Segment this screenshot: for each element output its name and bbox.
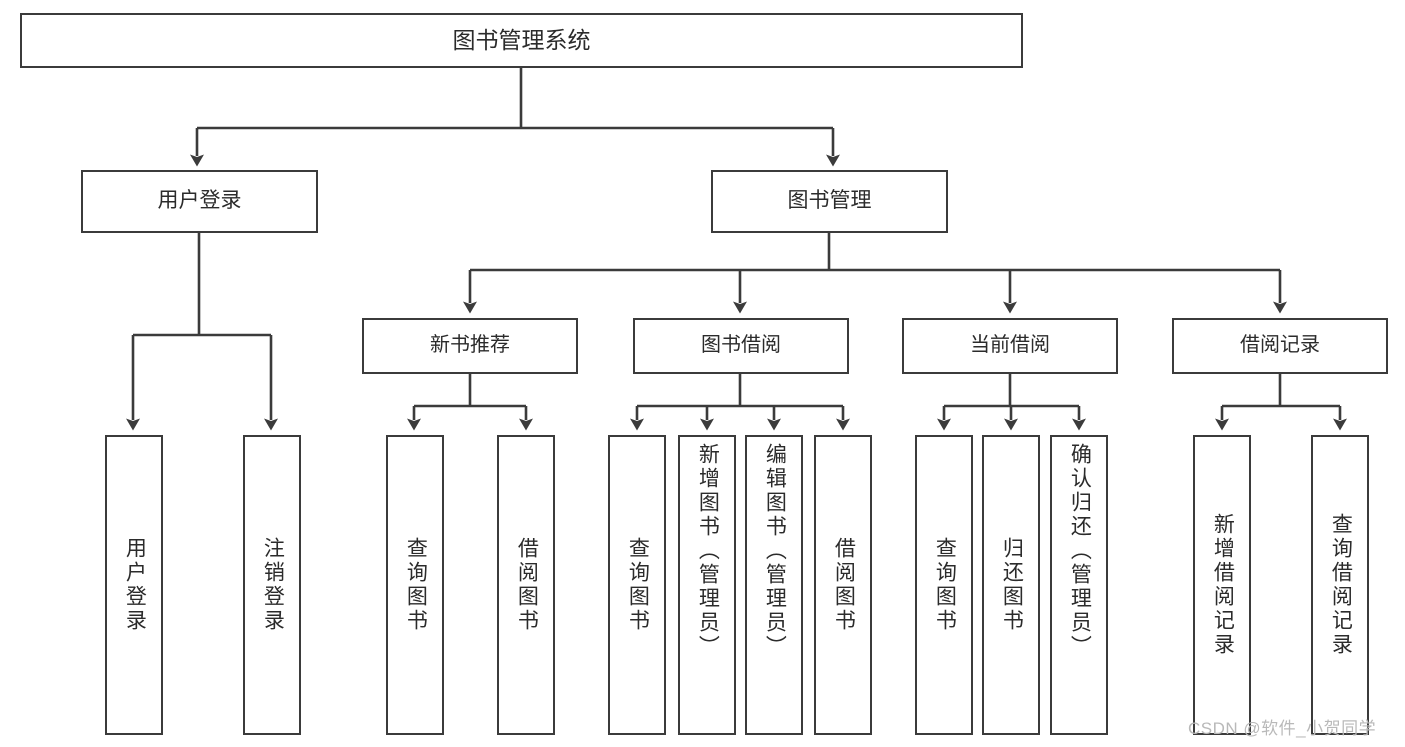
leaf-borrow-add-book-admin-label: 新增图书（管理员）: [696, 443, 720, 659]
leaf-current-return-book-label: 归还图书: [1000, 537, 1024, 633]
leaf-borrow-edit-book-admin-label: 编辑图书（管理员）: [763, 443, 787, 659]
node-book-borrow[interactable]: 图书借阅: [633, 318, 849, 374]
leaf-recommend-query-book[interactable]: 查询图书: [386, 435, 444, 735]
leaf-user-login-signin[interactable]: 用户登录: [105, 435, 163, 735]
leaf-borrow-add-book-admin[interactable]: 新增图书（管理员）: [678, 435, 736, 735]
leaf-recommend-borrow-book[interactable]: 借阅图书: [497, 435, 555, 735]
node-borrow-record[interactable]: 借阅记录: [1172, 318, 1388, 374]
leaf-borrow-query-book[interactable]: 查询图书: [608, 435, 666, 735]
leaf-recommend-borrow-book-label: 借阅图书: [515, 537, 539, 633]
leaf-current-return-book[interactable]: 归还图书: [982, 435, 1040, 735]
node-root-label: 图书管理系统: [452, 26, 591, 53]
leaf-current-confirm-return-admin[interactable]: 确认归还（管理员）: [1050, 435, 1108, 735]
leaf-user-login-signout-label: 注销登录: [261, 537, 285, 633]
leaf-record-add-record[interactable]: 新增借阅记录: [1193, 435, 1251, 735]
leaf-current-query-book[interactable]: 查询图书: [915, 435, 973, 735]
leaf-borrow-query-book-label: 查询图书: [626, 537, 650, 633]
node-new-book-recommend-label: 新书推荐: [430, 334, 510, 357]
leaf-borrow-borrow-book[interactable]: 借阅图书: [814, 435, 872, 735]
leaf-record-query-record[interactable]: 查询借阅记录: [1311, 435, 1369, 735]
leaf-recommend-query-book-label: 查询图书: [404, 537, 428, 633]
leaf-user-login-signout[interactable]: 注销登录: [243, 435, 301, 735]
node-book-management-label: 图书管理: [787, 189, 872, 213]
node-current-borrow[interactable]: 当前借阅: [902, 318, 1118, 374]
node-user-login[interactable]: 用户登录: [81, 170, 318, 233]
leaf-record-add-record-label: 新增借阅记录: [1211, 513, 1235, 657]
node-new-book-recommend[interactable]: 新书推荐: [362, 318, 578, 374]
leaf-user-login-signin-label: 用户登录: [123, 537, 147, 633]
node-book-borrow-label: 图书借阅: [701, 334, 781, 357]
node-root[interactable]: 图书管理系统: [20, 13, 1023, 68]
leaf-record-query-record-label: 查询借阅记录: [1329, 513, 1353, 657]
leaf-borrow-edit-book-admin[interactable]: 编辑图书（管理员）: [745, 435, 803, 735]
csdn-watermark: CSDN @软件_小贺同学: [1188, 719, 1377, 738]
node-current-borrow-label: 当前借阅: [970, 334, 1050, 357]
node-user-login-label: 用户登录: [157, 189, 242, 213]
leaf-current-query-book-label: 查询图书: [933, 537, 957, 633]
node-book-management[interactable]: 图书管理: [711, 170, 948, 233]
leaf-borrow-borrow-book-label: 借阅图书: [832, 537, 856, 633]
leaf-current-confirm-return-admin-label: 确认归还（管理员）: [1068, 443, 1092, 659]
node-borrow-record-label: 借阅记录: [1240, 334, 1320, 357]
